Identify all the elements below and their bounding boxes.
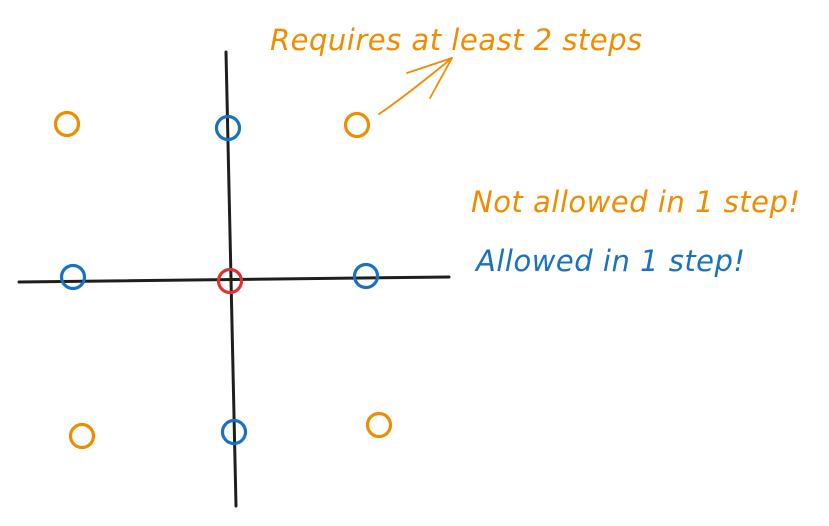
vertical-axis [224, 50, 238, 508]
not-allowed-label: Not allowed in 1 step! [471, 185, 801, 219]
not-allowed-node-bottom-right [365, 411, 393, 439]
not-allowed-node-top-right [343, 111, 371, 139]
allowed-node-right [352, 262, 380, 290]
annotation-arrowhead [406, 57, 453, 99]
allowed-node-down [220, 418, 248, 446]
origin-node [216, 267, 244, 295]
allowed-node-left [59, 263, 87, 291]
not-allowed-node-bottom-left [68, 422, 96, 450]
requires-two-steps-label: Requires at least 2 steps [270, 23, 643, 57]
not-allowed-node-top-left [53, 110, 81, 138]
allowed-label: Allowed in 1 step! [474, 244, 746, 278]
allowed-node-up [214, 114, 242, 142]
annotation-arrow [378, 57, 453, 115]
